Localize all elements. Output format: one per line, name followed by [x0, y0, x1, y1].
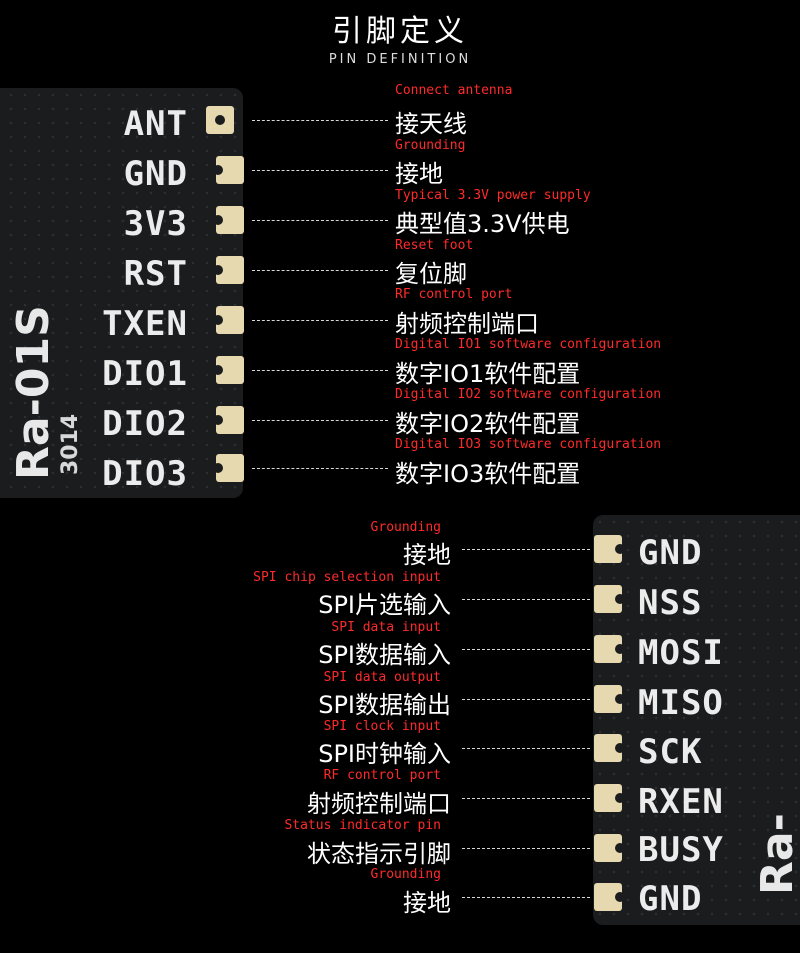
pin-label-rxen: RXEN	[638, 782, 724, 822]
pin-label-miso: MISO	[638, 683, 724, 723]
pin-desc-cn: SPI片选输入	[318, 591, 451, 619]
pin-desc-cn: 典型值3.3V供电	[395, 210, 570, 238]
pad-gnd-2	[594, 883, 625, 911]
pin-label-sck: SCK	[638, 732, 703, 772]
pad-txen	[213, 306, 244, 334]
pin-desc-en: Typical 3.3V power supply	[395, 188, 591, 203]
page-subtitle: PIN DEFINITION	[328, 52, 472, 67]
leader-line	[462, 848, 590, 849]
module-board-bottom	[593, 515, 800, 925]
pad-busy	[594, 834, 625, 862]
pin-desc-cn: 接天线	[395, 110, 467, 138]
pad-gnd	[213, 156, 244, 184]
leader-line	[252, 270, 388, 271]
pin-label-dio2: DIO2	[102, 404, 188, 444]
leader-line	[462, 649, 590, 650]
pin-label-ant: ANT	[123, 104, 188, 144]
pin-desc-cn: SPI数据输入	[318, 641, 451, 669]
pad-dio3	[213, 454, 244, 482]
pin-label-mosi: MOSI	[638, 633, 724, 673]
module-code-label: 3014	[58, 413, 83, 475]
module-model-label: Ra-01S	[8, 305, 59, 480]
pin-desc-en: Grounding	[370, 520, 441, 535]
pad-3v3	[213, 206, 244, 234]
pad-rst	[213, 256, 244, 284]
pin-desc-cn: 数字IO1软件配置	[395, 360, 581, 388]
pin-desc-en: RF control port	[323, 768, 441, 783]
pin-desc-cn: 接地	[403, 889, 451, 917]
leader-line	[462, 599, 590, 600]
pin-label-txen: TXEN	[102, 304, 188, 344]
pin-label-dio3: DIO3	[102, 454, 188, 494]
pin-desc-en: Grounding	[395, 138, 466, 153]
pin-desc-en: SPI chip selection input	[253, 570, 441, 585]
pad-dio1	[213, 356, 244, 384]
pad-nss	[594, 585, 625, 613]
pad-mosi	[594, 635, 625, 663]
leader-line	[462, 897, 590, 898]
pin-label-busy: BUSY	[638, 830, 724, 870]
pin-label-dio1: DIO1	[102, 354, 188, 394]
pin-desc-cn: 数字IO2软件配置	[395, 410, 581, 438]
pad-sck	[594, 734, 625, 762]
page-title: 引脚定义	[332, 14, 468, 49]
leader-line	[462, 798, 590, 799]
pad-miso	[594, 685, 625, 713]
pin-desc-cn: 复位脚	[395, 260, 467, 288]
leader-line	[252, 220, 388, 221]
pin-desc-cn: 接地	[395, 160, 443, 188]
pad-rxen	[594, 784, 625, 812]
leader-line	[252, 420, 388, 421]
module-model-label-bottom: Ra-01S	[752, 813, 800, 895]
pin-desc-cn: 数字IO3软件配置	[395, 460, 581, 488]
pin-desc-cn: 状态指示引脚	[307, 840, 451, 868]
pin-desc-cn: 射频控制端口	[307, 790, 451, 818]
pin-desc-en: SPI clock input	[323, 719, 441, 734]
leader-line	[252, 370, 388, 371]
leader-line	[462, 549, 590, 550]
pin-desc-en: RF control port	[395, 287, 513, 302]
module-board-top	[0, 88, 243, 498]
pin-desc-en: Connect antenna	[395, 83, 513, 98]
pin-label-3v3: 3V3	[123, 204, 188, 244]
pin-label-gnd: GND	[123, 154, 188, 194]
pin-desc-en: Digital IO3 software configuration	[395, 437, 662, 452]
leader-line	[252, 320, 388, 321]
pad-gnd	[594, 535, 625, 563]
leader-line	[252, 468, 388, 469]
leader-line	[462, 699, 590, 700]
pin-label-nss: NSS	[638, 583, 703, 623]
pin-desc-en: Reset foot	[395, 238, 474, 253]
pad-ant	[206, 106, 234, 134]
pin-label-rst: RST	[123, 254, 188, 294]
leader-line	[252, 120, 388, 121]
pin-desc-en: Digital IO2 software configuration	[395, 387, 662, 402]
pin-desc-en: Grounding	[370, 867, 441, 882]
pin-desc-en: Digital IO1 software configuration	[395, 337, 662, 352]
leader-line	[462, 748, 590, 749]
pad-dio2	[213, 406, 244, 434]
pin-desc-en: SPI data output	[323, 670, 441, 685]
pin-desc-cn: 接地	[403, 541, 451, 569]
pin-desc-en: Status indicator pin	[284, 818, 441, 833]
leader-line	[252, 170, 388, 171]
pin-desc-cn: 射频控制端口	[395, 310, 539, 338]
pin-label-gnd-2: GND	[638, 879, 703, 919]
pin-desc-cn: SPI时钟输入	[318, 740, 451, 768]
pin-desc-en: SPI data input	[331, 620, 441, 635]
pin-desc-cn: SPI数据输出	[318, 691, 451, 719]
pin-label-gnd: GND	[638, 533, 703, 573]
